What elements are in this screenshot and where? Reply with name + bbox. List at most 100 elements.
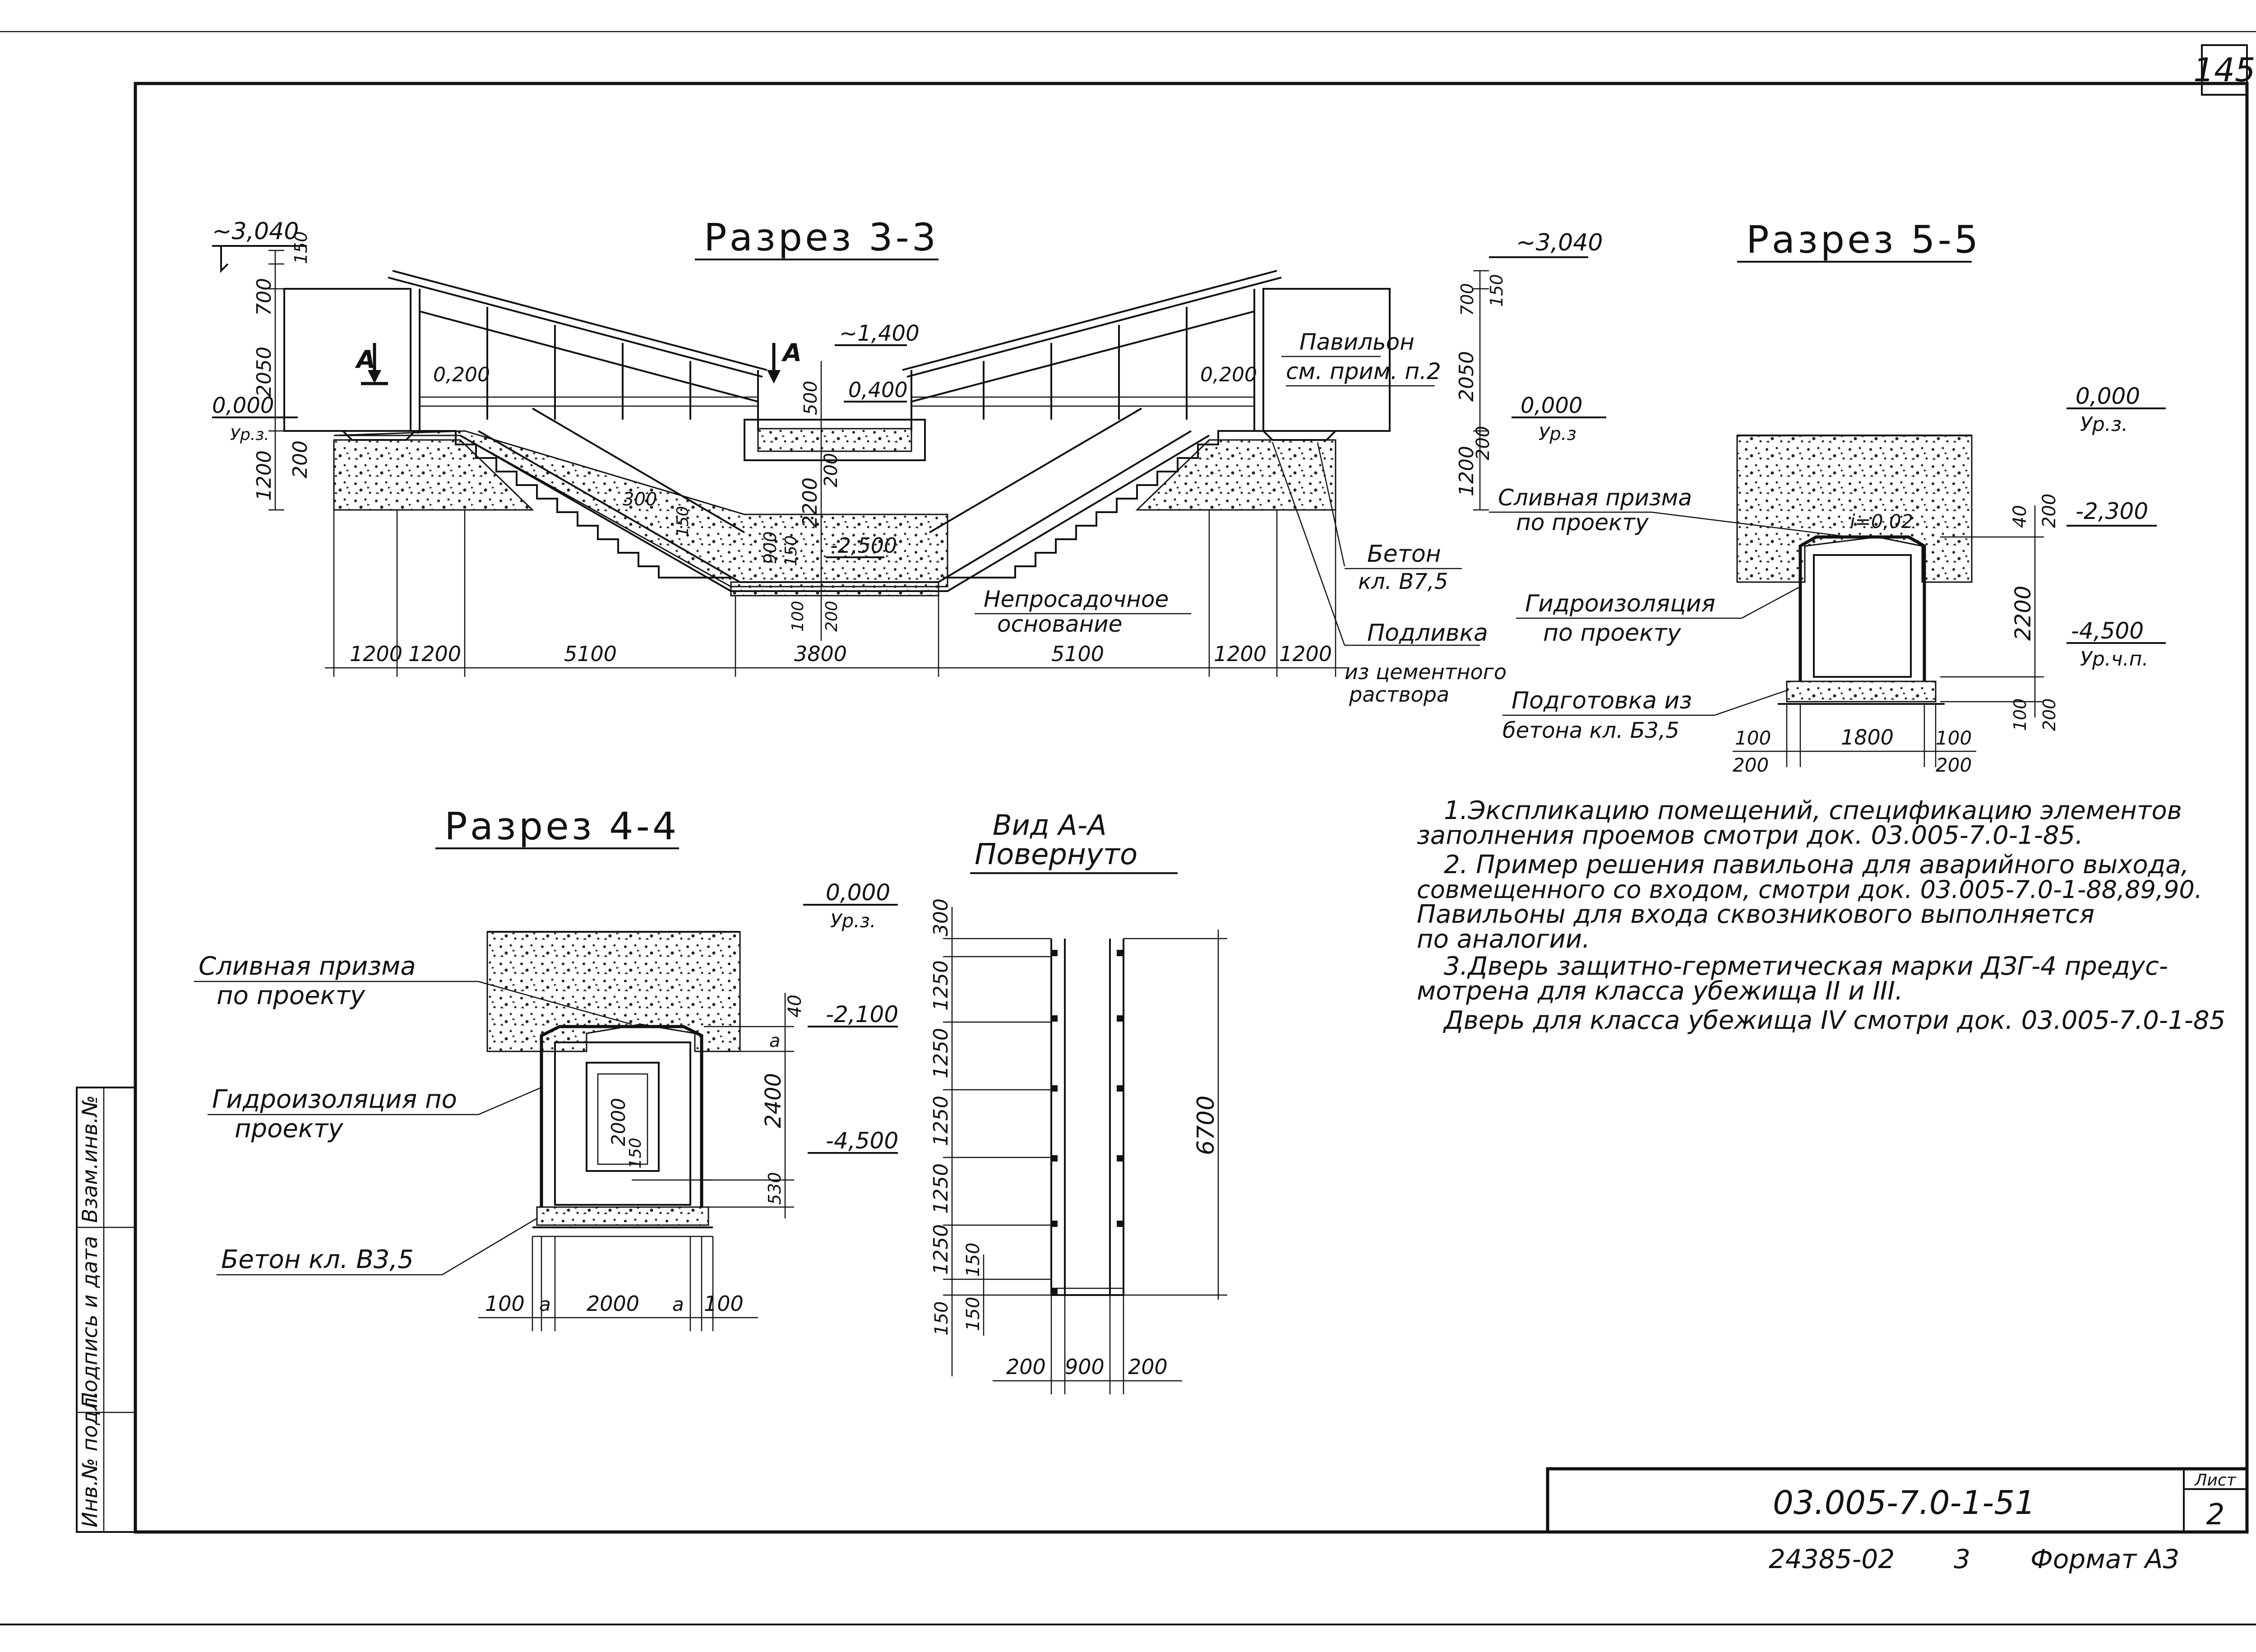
dim-h-100-55-a: 100	[1735, 727, 1771, 749]
tunnel-5-5	[1798, 535, 1926, 681]
step-width: 300	[623, 489, 657, 510]
dim-500-mid: 500	[800, 381, 821, 415]
dim-2050-left: 2050	[253, 347, 276, 397]
dim-700-right: 700	[1457, 283, 1477, 316]
note-prism-55-2: по проекту	[1516, 509, 1649, 536]
level-mid-55: -2,300	[2076, 498, 2148, 524]
dim-h-1200-d: 1200	[1279, 642, 1332, 666]
footer-number: 24385-02	[1769, 1544, 1895, 1574]
level-zero-left-sub: Ур.з.	[230, 426, 269, 444]
dim-100-mid: 100	[789, 601, 807, 632]
note-line-5: Павильоны для входа сквозникового выполн…	[1417, 900, 2094, 929]
level-zero-left: 0,000	[212, 393, 274, 418]
note-hydro-55: Гидроизоляция	[1525, 590, 1715, 617]
level-zero-right: 0,000	[1521, 393, 1582, 418]
view-a-a-subtitle: Повернуто	[975, 838, 1137, 871]
level-zero-right-sub: Ур.з	[1539, 424, 1576, 444]
stair-left	[420, 430, 731, 578]
dim-aa-150-b: 150	[931, 1301, 952, 1336]
section-4-4: Разрез 4-4 2000 150 0,000 Ур.з. -2,100 -…	[194, 804, 898, 1331]
dim-2050-right: 2050	[1455, 351, 1478, 402]
note-hydro-44-2: проекту	[235, 1114, 343, 1143]
dim-h-200-55-b: 200	[1936, 754, 1972, 776]
dim-1200-left: 1200	[253, 450, 276, 501]
level-bot-55-sub: Ур.ч.п.	[2080, 648, 2148, 671]
note-pavilion: Павильон	[1299, 329, 1415, 355]
section-3-3-title: Разрез 3-3	[704, 215, 938, 259]
dim-aa-1250-a: 1250	[929, 960, 952, 1011]
note-prep-55: Подготовка из	[1512, 687, 1692, 714]
central-pit	[744, 419, 926, 461]
level-mid-top: ~1,400	[839, 321, 920, 346]
dim-h-1800-55: 1800	[1841, 725, 1894, 750]
dim-h-1200-b: 1200	[408, 642, 461, 666]
soil-4-4	[486, 931, 741, 1052]
note-line-1: 1.Экспликацию помещений, спецификацию эл…	[1444, 796, 2182, 825]
level-bot-44: -4,500	[826, 1128, 898, 1154]
note-podlivka: Подливка	[1367, 620, 1488, 647]
note-line-4: совмещенного со входом, смотри док. 03.0…	[1417, 875, 2202, 904]
dim-h-1200-c: 1200	[1214, 642, 1267, 666]
section-3-3: Разрез 3-3	[212, 215, 1606, 707]
dim-200-right: 200	[1473, 426, 1493, 460]
dim-ticks-33	[333, 510, 1336, 677]
sheet-number: 2	[2206, 1498, 2225, 1532]
dim-h-a-44-a: а	[539, 1293, 551, 1315]
dim-200-55-bot: 200	[2039, 698, 2059, 731]
dim-200-mid-bottom: 200	[823, 601, 841, 632]
title-block: 03.005-7.0-1-51 Лист 2 24385-02 3 Формат…	[1546, 1467, 2249, 1574]
note-line-3: 2. Пример решения павильона для аварийно…	[1444, 850, 2189, 879]
dim-100-55: 100	[2010, 698, 2030, 731]
stamp-sign-label: Подпись и дата	[78, 1236, 102, 1408]
page-number-box	[2201, 44, 2248, 96]
level-bot-55: -4,500	[2071, 618, 2144, 644]
level-top-right: ~3,040	[1516, 229, 1603, 256]
dim-40-55: 40	[2010, 505, 2030, 528]
note-podlivka-3: раствора	[1349, 682, 1449, 707]
note-line-8: мотрена для класса убежища II и III.	[1417, 976, 1903, 1006]
dim-aa-300: 300	[929, 898, 952, 936]
note-line-6: по аналогии.	[1417, 925, 1590, 954]
dim-h-100-44-a: 100	[485, 1291, 525, 1316]
footer-copy: 3	[1954, 1544, 1970, 1574]
document-code: 03.005-7.0-1-51	[1773, 1484, 2035, 1522]
note-beton-class: кл. В7,5	[1358, 569, 1448, 594]
section-5-5: Разрез 5-5 0,000 Ур.з. -2,300 -4,500 Ур.…	[1489, 217, 2166, 776]
dim-900-mid: 900	[760, 531, 780, 564]
dim-h-3800: 3800	[794, 642, 847, 666]
dim-h-5100-a: 5100	[564, 642, 617, 666]
level-top-55: 0,000	[2076, 383, 2140, 409]
general-notes: 1.Экспликацию помещений, спецификацию эл…	[1417, 796, 2225, 1035]
note-pavilion-ref: см. прим. п.2	[1286, 358, 1441, 384]
dim-h-5100-b: 5100	[1051, 642, 1104, 666]
note-line-7: 3.Дверь защитно-герметическая марки ДЗГ-…	[1444, 952, 2168, 981]
door-offset: 150	[626, 1138, 645, 1169]
sheet-label: Лист	[2194, 1471, 2236, 1490]
note-prism-55: Сливная призма	[1498, 485, 1692, 511]
sheet-frame: 145	[0, 31, 2256, 1625]
cut-a-right: А	[781, 338, 802, 367]
dim-aa-h-200-b: 200	[1128, 1355, 1168, 1379]
level-top-left: ~3,040	[212, 218, 299, 245]
soil-5-5	[1736, 435, 1973, 583]
dim-200-55: 200	[2039, 494, 2060, 528]
dim-aa-1250-b: 1250	[929, 1028, 952, 1078]
stamp-inv-label: Инв.№ подл.	[78, 1391, 102, 1527]
note-prism-44-2: по проекту	[217, 981, 365, 1010]
side-stamp: Инв.№ подл. Подпись и дата Взам.инв.№	[76, 1087, 136, 1533]
level-top-55-sub: Ур.з.	[2080, 413, 2128, 436]
dim-2200-55: 2200	[2011, 586, 2036, 641]
note-line-9: Дверь для класса убежища IV смотри док. …	[1442, 1006, 2225, 1035]
note-base-2: основание	[997, 611, 1122, 637]
level-mid: 0,400	[848, 378, 908, 402]
note-prism-44: Сливная призма	[199, 952, 416, 981]
section-5-5-title: Разрез 5-5	[1746, 217, 1981, 262]
note-beton-44: Бетон кл. В3,5	[221, 1245, 414, 1274]
dim-h-100-55-b: 100	[1936, 727, 1972, 749]
page-number: 145	[2193, 51, 2255, 89]
dim-h-100-44-b: 100	[704, 1291, 744, 1316]
dim-h-200-55-a: 200	[1733, 754, 1769, 776]
tunnel-4-4	[540, 1025, 703, 1207]
note-base: Непросадочное	[984, 586, 1169, 612]
note-prep-55-2: бетона кл. Б3,5	[1502, 718, 1679, 743]
